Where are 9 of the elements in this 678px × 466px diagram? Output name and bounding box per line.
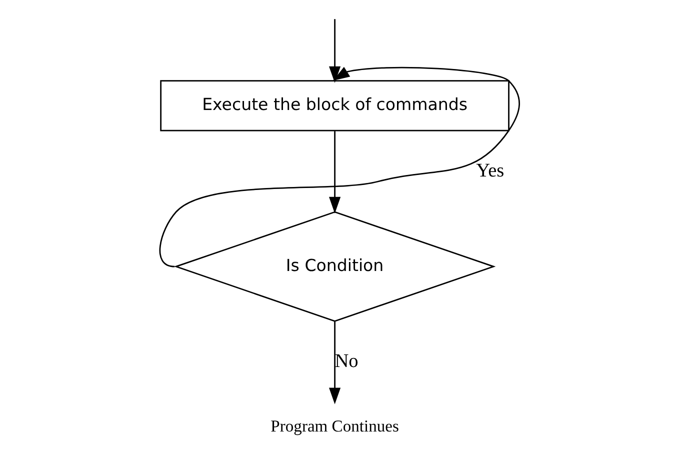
edge-label: Yes (476, 160, 504, 182)
arrow (328, 321, 340, 404)
arrow (328, 131, 340, 214)
node-box: Execute the block of commands (160, 80, 509, 132)
node-diamond: Is Condition (173, 211, 496, 322)
edge-label: No (334, 350, 358, 372)
arrow (328, 19, 350, 83)
node-text: Program Continues (270, 416, 398, 436)
arrow (158, 66, 520, 268)
